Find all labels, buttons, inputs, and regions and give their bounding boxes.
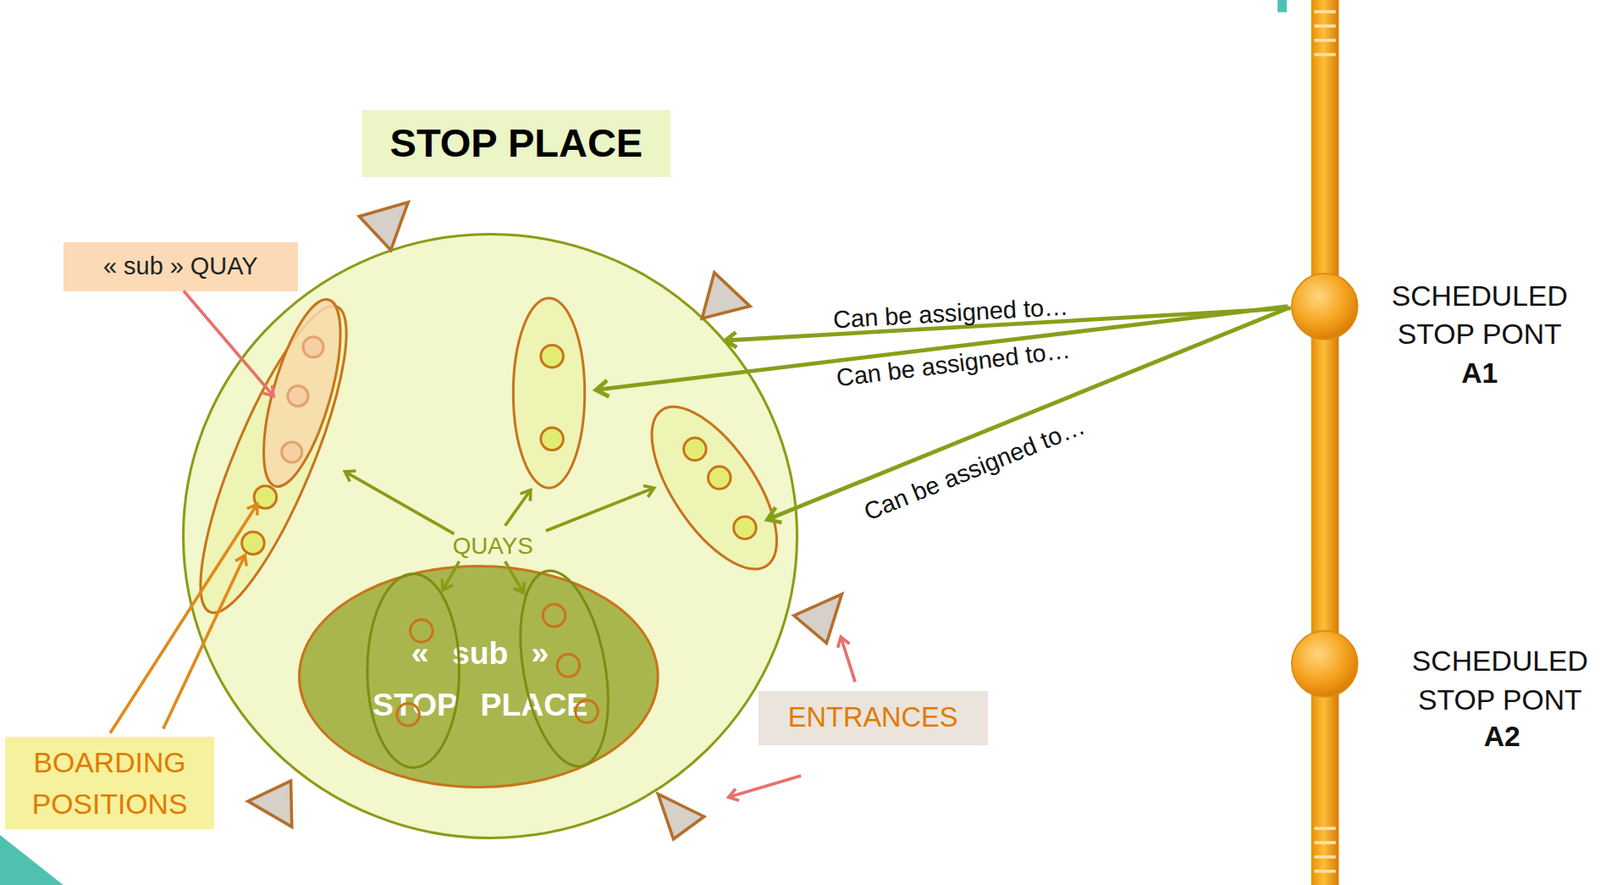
boarding-position <box>684 437 707 461</box>
assignment-arrow <box>595 306 1288 391</box>
boarding-position <box>253 485 277 509</box>
quays-pointer <box>442 561 459 591</box>
stop-point-circle <box>1291 630 1358 697</box>
track-stripe <box>1314 24 1336 28</box>
track-stripe <box>1314 10 1336 14</box>
sub-quay-ellipse <box>248 292 357 495</box>
entrances-callout: ENTRANCES <box>758 690 988 745</box>
stop-place-title: STOP PLACE <box>362 110 671 177</box>
quays-pointer <box>505 561 525 593</box>
stop-place-circle: STOP PLACE« sub » STOP PLACE <box>182 232 799 839</box>
entrance-triangle <box>701 272 751 319</box>
node-ellipse <box>298 565 658 787</box>
quay-ellipse <box>513 297 585 488</box>
boarding-position <box>557 654 580 678</box>
boarding-positions-callout: BOARDING POSITIONS <box>5 736 215 828</box>
boarding-position <box>540 344 564 368</box>
scheduled-stop-point: SCHEDULED STOP PONTA1 <box>1291 272 1359 341</box>
boarding-position <box>410 619 434 643</box>
quay-ellipse <box>174 292 374 628</box>
sub-stop-place-label: « sub » STOP PLACE <box>369 627 591 730</box>
callout-text: ENTRANCES <box>758 690 988 745</box>
stop-point-code: A2 <box>1400 717 1600 756</box>
callout-text: « sub » QUAY <box>63 242 298 292</box>
track-stripe <box>1314 840 1336 845</box>
node-outline <box>297 564 660 789</box>
connector-line <box>725 308 1292 341</box>
stop-point-label: SCHEDULED STOP PONT <box>1387 641 1600 720</box>
sub-quay-callout: « sub » QUAY <box>63 242 298 292</box>
entrance-triangle <box>358 202 409 251</box>
boarding-position <box>281 441 303 463</box>
node-outline <box>1291 629 1359 698</box>
entrance-triangle <box>657 794 704 839</box>
corner-accent <box>1277 0 1287 12</box>
sub-stop-place: « sub » STOP PLACE <box>297 564 660 789</box>
quay-ellipse <box>367 573 459 767</box>
stop-point-label: SCHEDULED STOP PONT <box>1367 276 1592 355</box>
boarding-position <box>397 702 420 726</box>
callout-leader <box>163 555 245 729</box>
quays-pointer <box>505 490 531 526</box>
boarding-position <box>540 427 564 451</box>
callout-text: BOARDING POSITIONS <box>5 736 215 828</box>
node-outline <box>1291 272 1359 341</box>
arrow-label: Can be assigned to… <box>832 292 1069 334</box>
callout-leader <box>840 636 856 682</box>
corner-accent <box>0 834 64 885</box>
boarding-position <box>242 531 265 555</box>
boarding-position <box>708 466 732 490</box>
track-stripe <box>1314 38 1336 43</box>
quays-pointer <box>344 471 454 535</box>
boarding-position <box>287 386 309 407</box>
callout-leader <box>728 775 802 797</box>
quay-ellipse <box>628 386 801 589</box>
boarding-position <box>303 336 324 358</box>
quays-pointer <box>546 487 655 531</box>
node-ellipse <box>182 233 797 838</box>
entrance-triangle <box>248 780 293 827</box>
assignment-arrow <box>766 308 1288 519</box>
stop-point-code: A1 <box>1377 353 1582 393</box>
quay-ellipse <box>507 563 623 773</box>
entrance-triangle <box>794 593 843 643</box>
stop-point-circle <box>1291 273 1358 340</box>
line-track <box>1311 0 1340 885</box>
callout-leader <box>110 503 258 733</box>
track-stripe <box>1314 53 1336 57</box>
boarding-position <box>575 700 599 723</box>
assignment-connector <box>725 308 1292 348</box>
boarding-position <box>542 604 566 628</box>
track-stripe <box>1314 826 1336 830</box>
scheduled-stop-point: SCHEDULED STOP PONTA2 <box>1291 629 1359 698</box>
track-stripe <box>1314 855 1336 859</box>
boarding-position <box>733 516 757 540</box>
track-stripe <box>1314 869 1336 873</box>
arrowhead <box>725 331 737 348</box>
arrow-label: Can be assigned to… <box>834 336 1072 393</box>
callout-leader <box>183 291 274 397</box>
arrow-label: Can be assigned to… <box>860 412 1089 527</box>
